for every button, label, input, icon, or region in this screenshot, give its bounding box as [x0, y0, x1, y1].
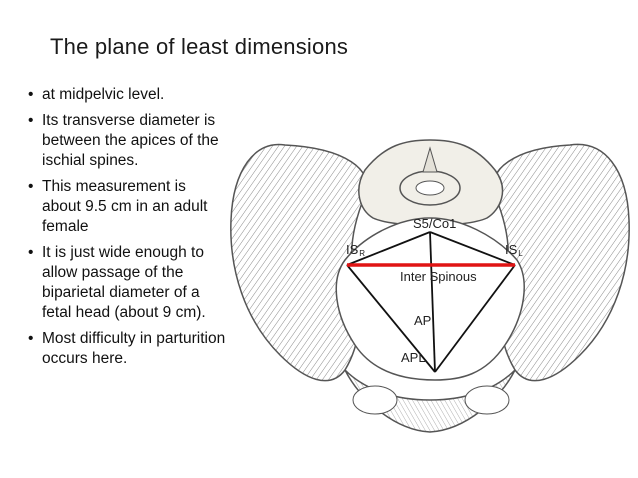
vertebral-canal	[415, 180, 445, 196]
pelvis-illustration: S5/Co1 ISR ISL Inter Spinous AP APL	[230, 139, 630, 433]
slide-title: The plane of least dimensions	[50, 34, 349, 59]
bullet-item: • This measurement is about 9.5 cm in an …	[28, 177, 228, 237]
bullet-text: Most difficulty in parturition occurs he…	[42, 330, 226, 367]
label-is-r-main: IS	[346, 242, 359, 257]
label-inter-spinous: Inter Spinous	[400, 269, 477, 284]
bullet-dot-icon: •	[28, 178, 34, 195]
label-is-l-main: IS	[505, 242, 518, 257]
bullet-dot-icon: •	[28, 86, 34, 103]
line-isl-to-s5	[429, 231, 516, 266]
spinous-process	[422, 146, 438, 173]
label-s5-co1: S5/Co1	[413, 216, 456, 231]
bullet-list: • at midpelvic level. • Its transverse dia…	[28, 85, 228, 375]
line-isl-to-apl	[434, 264, 516, 373]
pelvis-figure: S5/Co1 ISR ISL Inter Spinous AP APL	[225, 100, 635, 470]
bullet-item: • Most difficulty in parturition occurs h…	[28, 329, 228, 369]
line-isr-to-s5	[346, 231, 431, 266]
bullet-text: Its transverse diameter is between the a…	[42, 112, 219, 169]
label-ap: AP	[414, 313, 431, 328]
label-is-r-sub: R	[359, 249, 365, 258]
bullet-item: • It is just wide enough to allow passage…	[28, 243, 228, 323]
bullet-text: It is just wide enough to allow passage …	[42, 244, 206, 321]
label-is-l: ISL	[505, 242, 523, 258]
bullet-item: • Its transverse diameter is between the …	[28, 111, 228, 171]
line-ap	[429, 231, 436, 373]
bullet-dot-icon: •	[28, 244, 34, 261]
pelvic-cavity	[335, 217, 525, 381]
bullet-dot-icon: •	[28, 112, 34, 129]
bullet-text: at midpelvic level.	[42, 86, 165, 103]
left-obturator-foramen	[352, 385, 398, 415]
right-obturator-foramen	[464, 385, 510, 415]
bullet-dot-icon: •	[28, 330, 34, 347]
line-isr-to-apl	[346, 264, 436, 373]
bullet-item: • at midpelvic level.	[28, 85, 228, 105]
label-is-l-sub: L	[518, 249, 523, 258]
bullet-text: This measurement is about 9.5 cm in an a…	[42, 178, 208, 235]
label-apl: APL	[401, 350, 426, 365]
pubic-arch	[344, 369, 516, 433]
label-is-r: ISR	[346, 242, 365, 258]
